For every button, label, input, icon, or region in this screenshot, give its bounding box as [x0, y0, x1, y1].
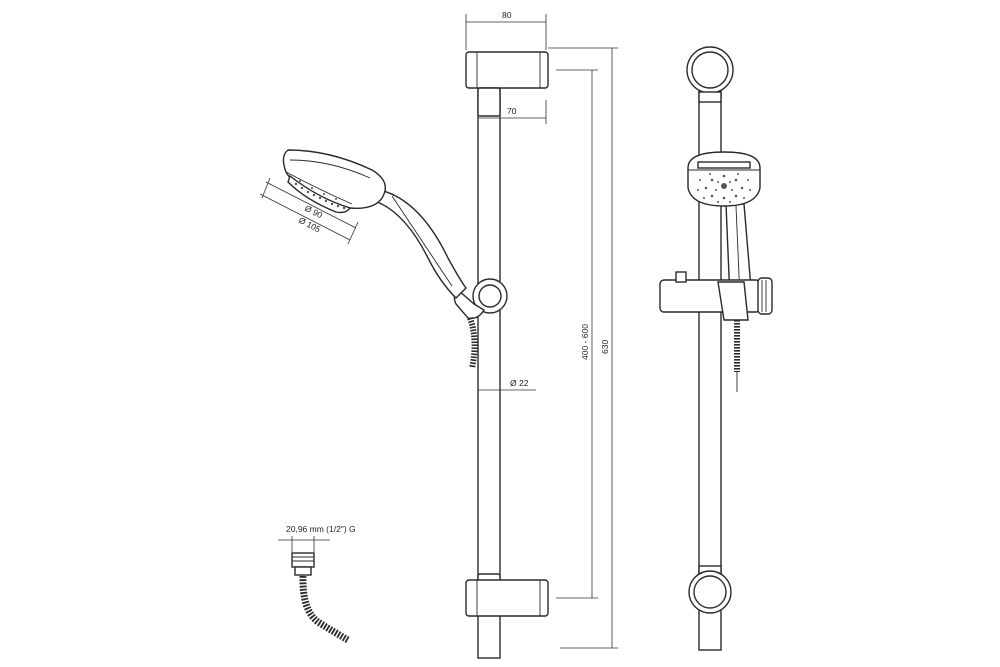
dim-bar-diameter: Ø 22: [478, 378, 536, 396]
dim-hose-connection: 20,96 mm (1/2") G: [278, 524, 356, 552]
bottom-wall-bracket-side: [465, 573, 549, 617]
hose-side: [467, 316, 478, 369]
hose-nut: [291, 552, 315, 568]
label-bracket-depth: 80: [502, 10, 512, 20]
hand-shower-head-front: [687, 151, 761, 207]
label-bar-offset: 70: [507, 106, 517, 116]
label-bar-diameter: Ø 22: [510, 378, 529, 388]
dim-bar-offset: 70: [477, 100, 547, 124]
hand-shower-side: [282, 149, 478, 369]
top-wall-bracket-side: [465, 51, 549, 117]
front-view: [659, 46, 773, 651]
slider-holder-front: [659, 271, 773, 321]
side-view: 80 70 Ø 22 Ø 90 Ø 105: [259, 10, 618, 659]
label-adjustable-range: 400 - 600: [580, 324, 590, 360]
flexible-hose: [299, 575, 350, 644]
label-hose-connection: 20,96 mm (1/2") G: [286, 524, 356, 534]
dim-overall-length: 630: [548, 47, 618, 649]
bottom-wall-bracket-front: [688, 565, 732, 614]
nozzle-face-side: [287, 174, 352, 214]
dim-bracket-depth: 80: [465, 10, 547, 50]
nozzle-pattern-front: [697, 173, 751, 203]
hose-detail: 20,96 mm (1/2") G: [278, 524, 356, 644]
top-wall-bracket-front: [686, 46, 734, 103]
label-overall-length: 630: [600, 340, 610, 354]
rail-bar-side: [477, 87, 501, 659]
dim-adjustable-range: 400 - 600: [556, 69, 598, 599]
